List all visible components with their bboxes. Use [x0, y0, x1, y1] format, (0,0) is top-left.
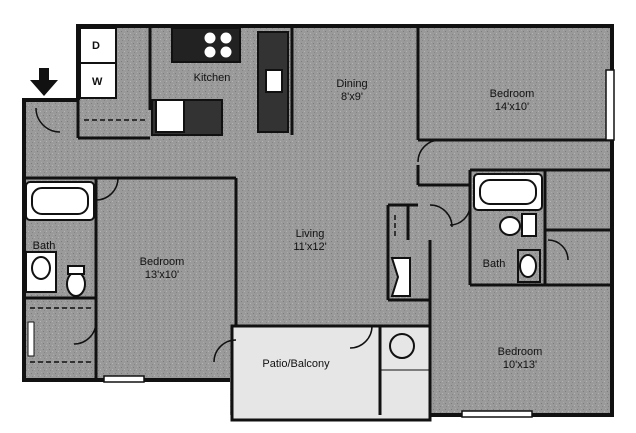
bath-left-label: Bath [33, 240, 56, 253]
water-heater [389, 333, 415, 359]
bedroom-bottom-right-name: Bedroom [497, 346, 543, 358]
bedroom-top-right-name: Bedroom [489, 88, 535, 100]
dining-name: Dining [336, 78, 368, 90]
stove [171, 27, 241, 63]
fridge [265, 69, 283, 93]
toilet-right [499, 216, 521, 236]
living-label: Living 11'x12' [293, 228, 326, 254]
bedroom-bottom-right-size: 10'x13' [502, 359, 538, 371]
bedroom-top-right-size: 14'x10' [494, 101, 530, 113]
doors [35, 107, 569, 363]
bedroom-left-name: Bedroom [139, 256, 185, 268]
patio-label: Patio/Balcony [262, 358, 329, 371]
living-name: Living [295, 228, 325, 240]
sink-right [519, 254, 537, 278]
bedroom-top-right-label: Bedroom 14'x10' [490, 88, 535, 114]
patio-name: Patio/Balcony [262, 358, 330, 370]
bedroom-bottom-right-label: Bedroom 10'x13' [498, 346, 543, 372]
bedroom-left-label: Bedroom 13'x10' [140, 256, 185, 282]
sink-left [31, 256, 51, 280]
right-bath-fixtures [473, 173, 543, 283]
kitchen-fixtures [79, 27, 289, 136]
closet-rod [27, 321, 35, 357]
fireplace [390, 257, 411, 297]
patio-area [230, 324, 432, 422]
dining-label: Dining 8'x9' [336, 78, 367, 104]
dining-size: 8'x9' [341, 91, 363, 103]
left-bath-fixtures [25, 181, 95, 297]
bath-right-name: Bath [482, 258, 506, 270]
bedroom-left-size: 13'x10' [144, 269, 180, 281]
dryer-label: D [92, 40, 100, 52]
entry-arrow-icon [30, 68, 58, 96]
toilet-left [66, 271, 86, 297]
kitchen-name: Kitchen [193, 72, 231, 84]
washer-label: W [92, 76, 103, 88]
windows [103, 69, 615, 418]
bath-right-label: Bath [483, 258, 506, 271]
closet-shelves [30, 119, 396, 363]
bath-left-name: Bath [32, 240, 56, 252]
kitchen-label: Kitchen [194, 72, 231, 85]
dishwasher [155, 99, 185, 133]
living-size: 11'x12' [293, 241, 327, 253]
interior-walls [24, 28, 612, 415]
